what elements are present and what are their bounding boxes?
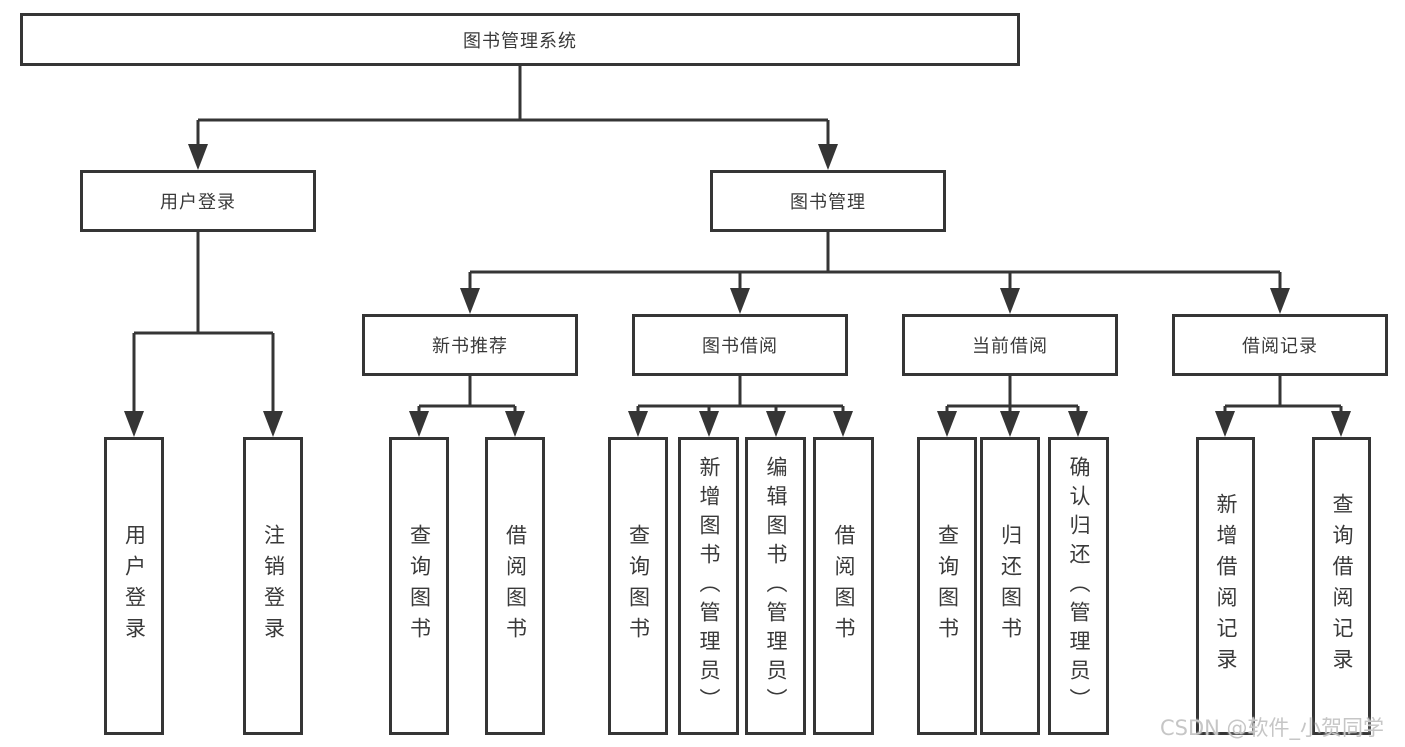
node-label: 图书管理系统 [463,30,577,52]
arrowheads [124,144,1351,437]
connector-path [132,66,1343,414]
node-new-book-recommend: 新书推荐 [362,314,578,376]
node-label: 注销登录 [261,524,286,648]
leaf-query-books-current: 查询图书 [917,437,977,735]
leaf-user-login: 用户登录 [104,437,164,735]
leaf-query-books-borrow: 查询图书 [608,437,668,735]
leaf-logout: 注销登录 [243,437,303,735]
node-label: 编辑图书（管理员） [764,455,788,717]
node-label: 新增借阅记录 [1214,493,1238,679]
node-label: 查询图书 [407,524,432,648]
arrow-head [188,144,208,170]
arrow-head [730,288,750,314]
node-label: 图书借阅 [702,336,778,357]
arrow-head [505,411,525,437]
leaf-add-borrow-record: 新增借阅记录 [1196,437,1255,735]
arrow-head [409,411,429,437]
node-label: 当前借阅 [972,336,1048,357]
leaf-borrow-books-recommend: 借阅图书 [485,437,545,735]
arrow-head [1000,411,1020,437]
leaf-return-book: 归还图书 [980,437,1040,735]
node-label: 查询借阅记录 [1330,493,1354,679]
node-label: 用户登录 [160,192,236,213]
leaf-edit-book-admin: 编辑图书（管理员） [745,437,806,735]
arrow-head [1068,411,1088,437]
node-label: 确认归还（管理员） [1067,455,1091,717]
node-book-borrowing: 图书借阅 [632,314,848,376]
arrow-head [1270,288,1290,314]
node-label: 归还图书 [998,524,1023,648]
node-label: 新书推荐 [432,336,508,357]
arrow-head [937,411,957,437]
node-label: 查询图书 [626,524,651,648]
node-label: 新增图书（管理员） [697,455,721,717]
arrow-head [1000,288,1020,314]
arrow-head [124,411,144,437]
node-current-borrowing: 当前借阅 [902,314,1118,376]
arrow-head [460,288,480,314]
arrow-head [1215,411,1235,437]
node-borrowing-records: 借阅记录 [1172,314,1388,376]
node-label: 借阅记录 [1242,336,1318,357]
node-book-management: 图书管理 [710,170,946,232]
arrow-head [263,411,283,437]
node-label: 用户登录 [122,524,147,648]
node-root-system: 图书管理系统 [20,13,1020,66]
node-label: 查询图书 [935,524,960,648]
node-label: 借阅图书 [832,524,856,648]
node-label: 图书管理 [790,192,866,213]
leaf-confirm-return-admin: 确认归还（管理员） [1048,437,1109,735]
leaf-borrow-books: 借阅图书 [813,437,874,735]
arrow-head [699,411,719,437]
leaf-add-book-admin: 新增图书（管理员） [678,437,739,735]
node-user-login: 用户登录 [80,170,316,232]
csdn-watermark: CSDN @软件_小贺同学 [1160,716,1385,740]
arrow-head [1331,411,1351,437]
node-label: 借阅图书 [503,524,528,648]
arrow-head [628,411,648,437]
arrow-head [766,411,786,437]
leaf-query-books-recommend: 查询图书 [389,437,449,735]
arrow-head [818,144,838,170]
leaf-query-borrow-record: 查询借阅记录 [1312,437,1371,735]
arrow-head [833,411,853,437]
